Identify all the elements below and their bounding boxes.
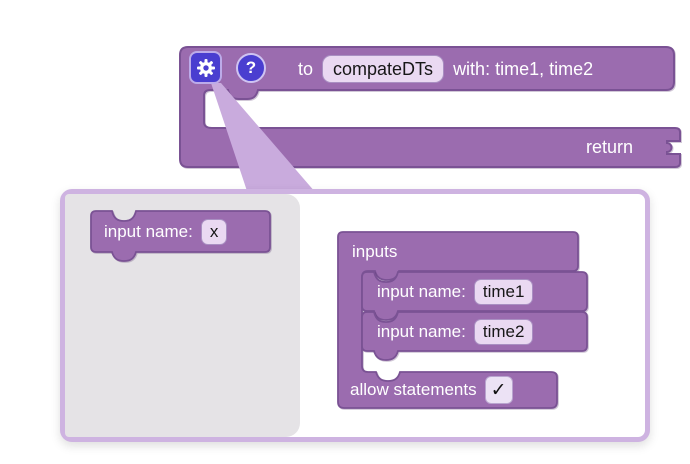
inputs-label-row: inputs [352, 233, 397, 271]
definition-block-shape [179, 46, 681, 168]
input-name-field-x[interactable]: x [200, 219, 228, 245]
allow-statements-label: allow statements [350, 380, 477, 399]
input-name-field-time2[interactable]: time2 [473, 319, 534, 345]
input-row-time1: input name: time1 [377, 272, 534, 312]
input-row-time2: input name: time2 [377, 312, 534, 352]
allow-statements-checkbox[interactable]: ✓ [484, 376, 513, 404]
gear-icon [196, 58, 215, 77]
params-label: with: time1, time2 [453, 58, 594, 79]
definition-header-row: to compateDTs with: time1, time2 [298, 51, 593, 87]
procedure-name-field[interactable]: compateDTs [322, 54, 445, 84]
checkmark-icon: ✓ [490, 379, 507, 401]
mutator-gear-button[interactable] [189, 51, 222, 84]
inputs-container-shape [337, 231, 579, 409]
help-button[interactable]: ? [236, 53, 266, 83]
mutator-callout-triangle [211, 83, 322, 200]
return-label: return [585, 137, 633, 157]
question-mark-icon: ? [245, 58, 257, 77]
inputs-container-block[interactable] [337, 231, 583, 413]
to-label: to [298, 58, 314, 79]
return-row: return [470, 128, 633, 167]
procedure-definition-block[interactable] [178, 45, 684, 171]
input-name-label: input name: [377, 322, 466, 341]
input-name-label: input name: [377, 282, 466, 301]
input-name-label: input name: [104, 222, 193, 241]
inputs-label: inputs [352, 242, 398, 261]
input-name-field-time1[interactable]: time1 [473, 279, 534, 305]
allow-statements-row: allow statements ✓ [350, 372, 513, 408]
flyout-block-row: input name: x [104, 211, 228, 253]
